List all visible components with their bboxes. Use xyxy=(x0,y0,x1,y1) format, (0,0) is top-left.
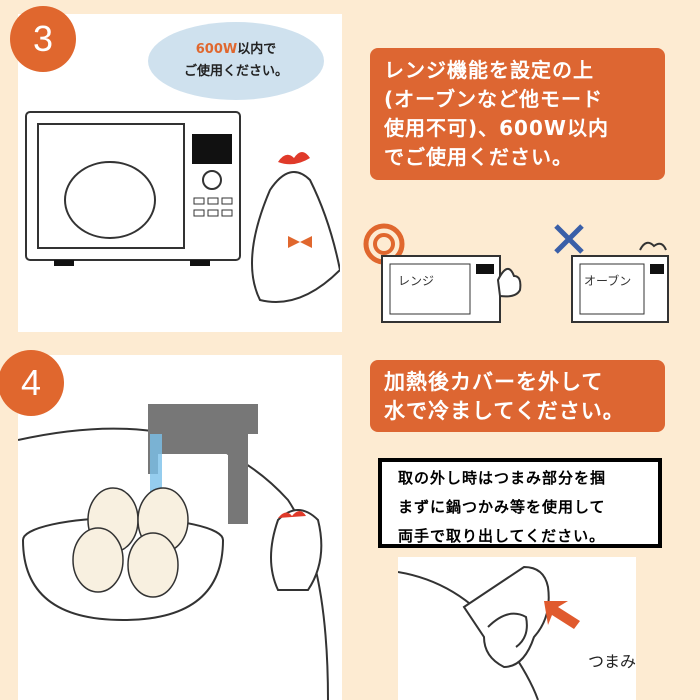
step3-line: 使用不可)、600W以内 xyxy=(384,116,609,140)
bubble-wattage: 600W xyxy=(195,42,238,57)
ok-label: レンジ xyxy=(398,274,435,288)
caution-note: 取の外し時はつまみ部分を掴 まずに鍋つかみ等を使用して 両手で取り出してください… xyxy=(378,458,662,548)
step3-badge: 3 xyxy=(10,6,76,72)
step4-line: 加熱後カバーを外して xyxy=(384,370,604,394)
step3-line: レンジ機能を設定の上 xyxy=(384,58,594,82)
knob-label: つまみ xyxy=(588,652,637,671)
ok-microwave-icon xyxy=(363,223,522,323)
ng-microwave-icon xyxy=(554,224,669,323)
note-line: 取の外し時はつまみ部分を掴 xyxy=(398,469,607,487)
faucet-pot-illustration xyxy=(18,404,329,700)
step3-line: (オーブンなど他モード xyxy=(384,87,603,111)
step4-line: 水で冷ましてください。 xyxy=(384,399,625,423)
bubble-text-1: 以内で xyxy=(237,42,277,57)
ng-label: オーブン xyxy=(584,274,632,288)
speech-bubble: 600W以内で ご使用ください。 xyxy=(148,22,324,100)
bubble-text-2: ご使用ください。 xyxy=(183,64,288,79)
step4-badge: 4 xyxy=(0,350,64,416)
note-line: まずに鍋つかみ等を使用して xyxy=(398,498,606,516)
step3-instruction: レンジ機能を設定の上 (オーブンなど他モード 使用不可)、600W以内 でご使用… xyxy=(370,48,665,180)
knob-illustration xyxy=(398,565,580,700)
note-line: 両手で取り出してください。 xyxy=(398,527,606,545)
microwave-illustration xyxy=(25,111,340,303)
step3-line: でご使用ください。 xyxy=(384,145,573,169)
step4-instruction: 加熱後カバーを外して 水で冷ましてください。 xyxy=(370,360,665,432)
